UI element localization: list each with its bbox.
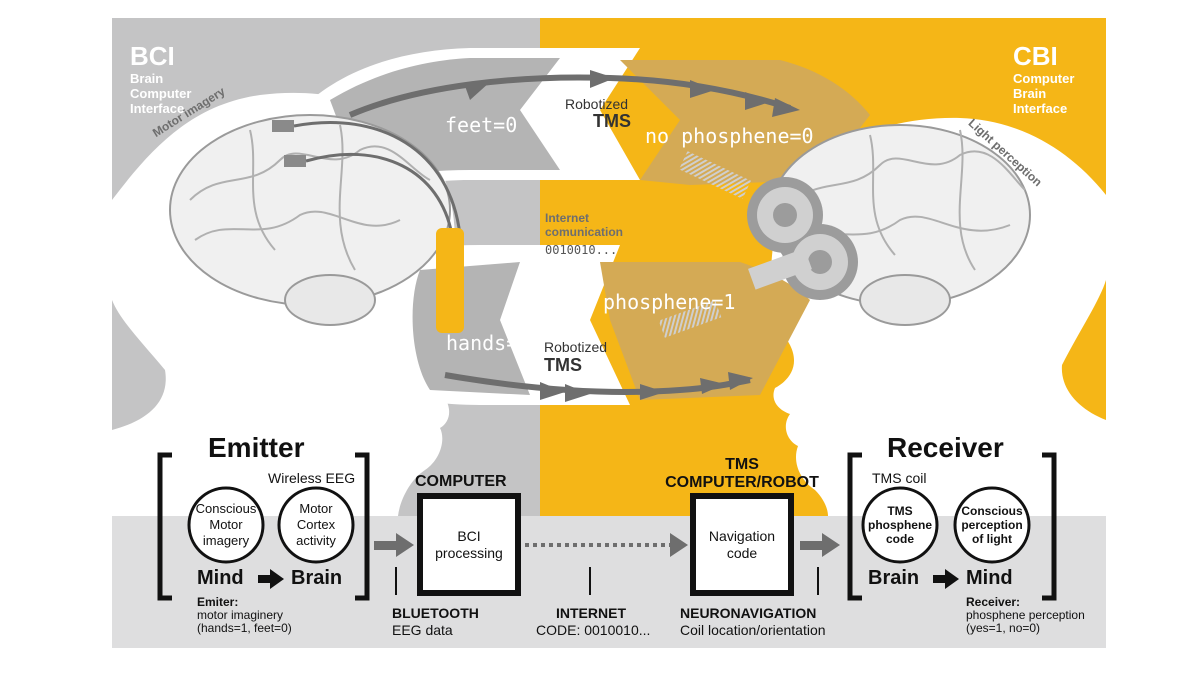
internet-label: INTERNET <box>556 605 626 621</box>
lower-tms-label: TMS <box>544 355 582 375</box>
lower-signal-arrows <box>444 372 753 402</box>
computer-box <box>417 493 521 596</box>
feet-signal-label: feet=0 <box>445 113 518 137</box>
tms-coil-label: TMS coil <box>872 470 927 486</box>
receiver-bracket <box>847 452 1057 601</box>
emitter-caption: Emiter: motor imaginery (hands=1, feet=0… <box>197 595 292 635</box>
hands-signal-label: hands=1 <box>446 331 531 355</box>
mind-brain-arrows <box>258 569 959 589</box>
tms-computer-robot-title: TMS COMPUTER/ROBOT <box>665 456 819 491</box>
lower-ribbon-tan <box>600 262 810 400</box>
internet-code-label: 0010010... <box>545 243 618 257</box>
emitter-mind-label: Mind <box>197 567 244 589</box>
eeg-electrode-1 <box>272 120 294 132</box>
cbi-acronym: CBI <box>1013 41 1058 71</box>
tms-robot-box <box>690 493 794 596</box>
emitter-title: Emitter <box>208 432 305 463</box>
receiver-caption: Receiver: phosphene perception (yes=1, n… <box>966 595 1085 635</box>
eeg-data-label: EEG data <box>392 622 453 638</box>
neuronavigation-label: NEURONAVIGATION <box>680 605 817 621</box>
wireless-eeg-label: Wireless EEG <box>268 470 356 486</box>
bluetooth-label: BLUETOOTH <box>392 605 479 621</box>
wireless-eeg-unit <box>436 228 464 333</box>
receiver-brain-label: Brain <box>868 567 920 589</box>
eeg-electrode-2 <box>284 155 306 167</box>
phosphene-label: phosphene=1 <box>603 290 736 314</box>
no-phosphene-label: no phosphene=0 <box>645 124 814 148</box>
upper-robotized-label: Robotized <box>565 96 629 112</box>
tms-coil-graphic <box>747 177 858 300</box>
emitter-bracket <box>157 452 370 601</box>
computer-title: COMPUTER <box>415 473 507 490</box>
receiver-mind-label: Mind <box>966 567 1013 589</box>
bci-acronym: BCI <box>130 41 175 71</box>
upper-tms-label: TMS <box>593 111 631 131</box>
upper-signal-arrows <box>348 70 800 118</box>
coil-location-label: Coil location/orientation <box>680 622 826 638</box>
emitter-brain-label: Brain <box>291 567 343 589</box>
lower-robotized-label: Robotized <box>544 339 608 355</box>
receiver-title: Receiver <box>887 432 1004 463</box>
bottom-flow-arrows <box>374 533 840 557</box>
internet-code-caption: CODE: 0010010... <box>536 622 651 638</box>
